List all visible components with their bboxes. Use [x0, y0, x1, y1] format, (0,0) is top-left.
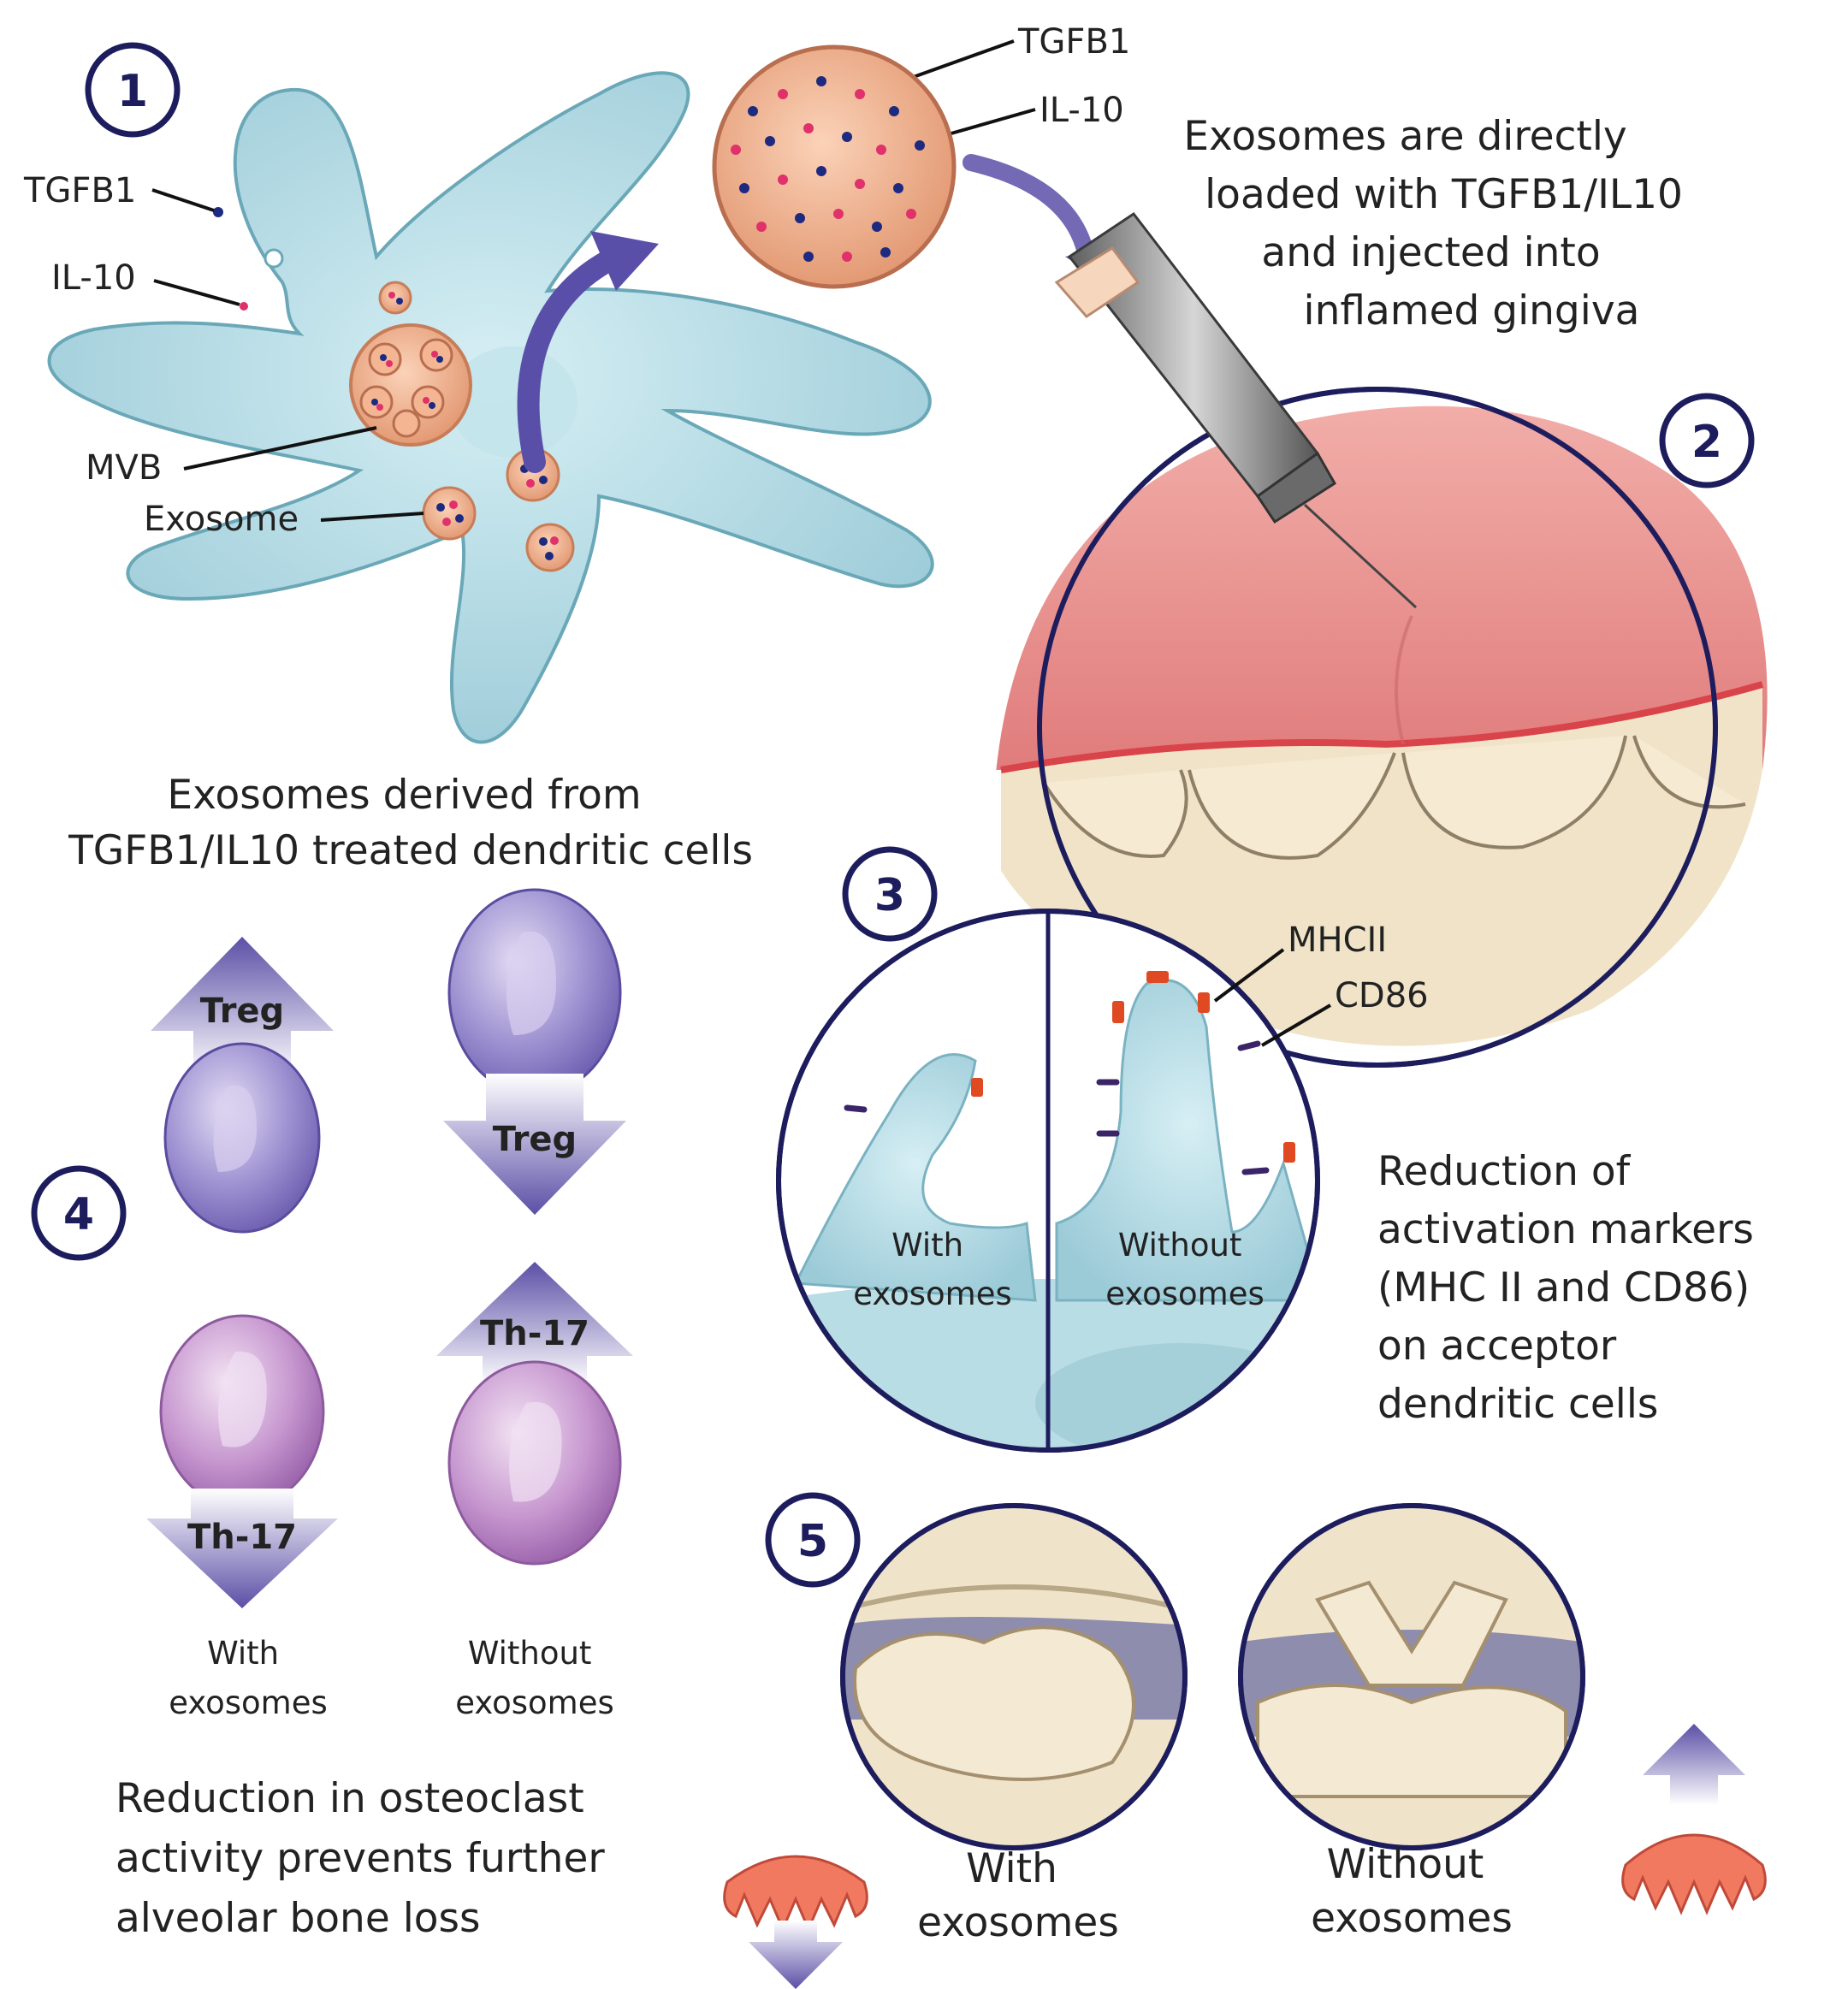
exosome-particle: [422, 486, 477, 541]
panel2-caption: Exosomes are directly loaded with TGFB1/…: [1183, 113, 1696, 334]
svg-text:3: 3: [874, 870, 905, 921]
leader-lines-panel3: [1213, 948, 1332, 1047]
without-exosomes-label-4: Without exosomes: [455, 1635, 614, 1721]
tgfb1-label-zoom: TGFB1: [1017, 22, 1130, 62]
treg-up-arrow: Treg: [151, 937, 334, 1078]
th17-up-arrow: Th-17: [436, 1262, 633, 1386]
treg-down-arrow: Treg: [443, 1074, 626, 1215]
without-exosomes-label-3: Without exosomes: [1105, 1227, 1265, 1312]
svg-text:1: 1: [117, 66, 148, 117]
svg-text:4: 4: [63, 1189, 94, 1240]
panel5-caption: Reduction in osteoclast activity prevent…: [116, 1775, 618, 1942]
arrowhead: [590, 231, 659, 291]
il10-label-zoom: IL-10: [1040, 91, 1124, 130]
il10-molecule: [240, 302, 248, 311]
tooth-illustration-with: [843, 1506, 1185, 1848]
step-4-badge: 4: [31, 1165, 127, 1261]
exosome-particle: [378, 281, 412, 315]
with-exosomes-label-4: With exosomes: [169, 1635, 328, 1721]
mvb-vesicle: [349, 323, 472, 447]
svg-text:Treg: Treg: [493, 1120, 577, 1159]
cd86-marker: [844, 1040, 1270, 1175]
panel3-caption: Reduction of activation markers (MHC II …: [1377, 1148, 1767, 1428]
svg-text:5: 5: [797, 1516, 828, 1567]
exosome-particle: [525, 523, 575, 572]
with-exosomes-label-5: With exosomes: [917, 1845, 1119, 1946]
dendrite-without-exosomes: [1055, 979, 1318, 1302]
without-exosomes-label-5: Without exosomes: [1311, 1841, 1513, 1942]
tooth-illustration-without: [1241, 1506, 1583, 1848]
panel-1: 1: [23, 22, 1130, 874]
panel1-caption: Exosomes derived from TGFB1/IL10 treated…: [68, 772, 753, 874]
step-1-badge: 1: [85, 42, 181, 138]
osteoclast-with-icon: [723, 1855, 868, 1989]
mvb-label: MVB: [86, 448, 162, 488]
mhcii-marker: [971, 971, 1295, 1163]
tgfb1-label-left: TGFB1: [23, 171, 136, 210]
step-5-badge: 5: [765, 1492, 861, 1588]
il10-label-left: IL-10: [51, 258, 136, 298]
exosome-label: Exosome: [144, 500, 299, 539]
arrow-to-syringe: [962, 154, 1095, 265]
svg-text:2: 2: [1691, 417, 1722, 468]
th17-down-arrow: Th-17: [146, 1489, 338, 1608]
svg-text:Th-17: Th-17: [480, 1314, 589, 1353]
step-3-badge: 3: [842, 846, 938, 942]
panel-4: 4 Treg Treg Th-17 Th-17 Wit: [31, 888, 633, 1721]
osteoclast-without-icon: [1621, 1724, 1767, 1915]
nucleus-shape: [449, 346, 578, 458]
step-2-badge: 2: [1659, 393, 1755, 488]
syringe-icon: [1054, 211, 1418, 609]
tgfb1-molecule: [213, 207, 223, 217]
panel-5: 5 Reduction in osteoc: [116, 1492, 1767, 1989]
with-exosomes-label-3: With exosomes: [853, 1227, 1012, 1312]
mhcii-label: MHCII: [1288, 921, 1387, 960]
arrow-up-to-zoom: [517, 246, 627, 473]
exosome-zoom-circle: [712, 44, 957, 289]
svg-text:Treg: Treg: [200, 992, 284, 1031]
receptor-shape: [264, 248, 284, 269]
dendrite-with-exosomes: [793, 1053, 1037, 1302]
svg-text:Th-17: Th-17: [187, 1518, 297, 1557]
cd86-label: CD86: [1335, 976, 1429, 1015]
